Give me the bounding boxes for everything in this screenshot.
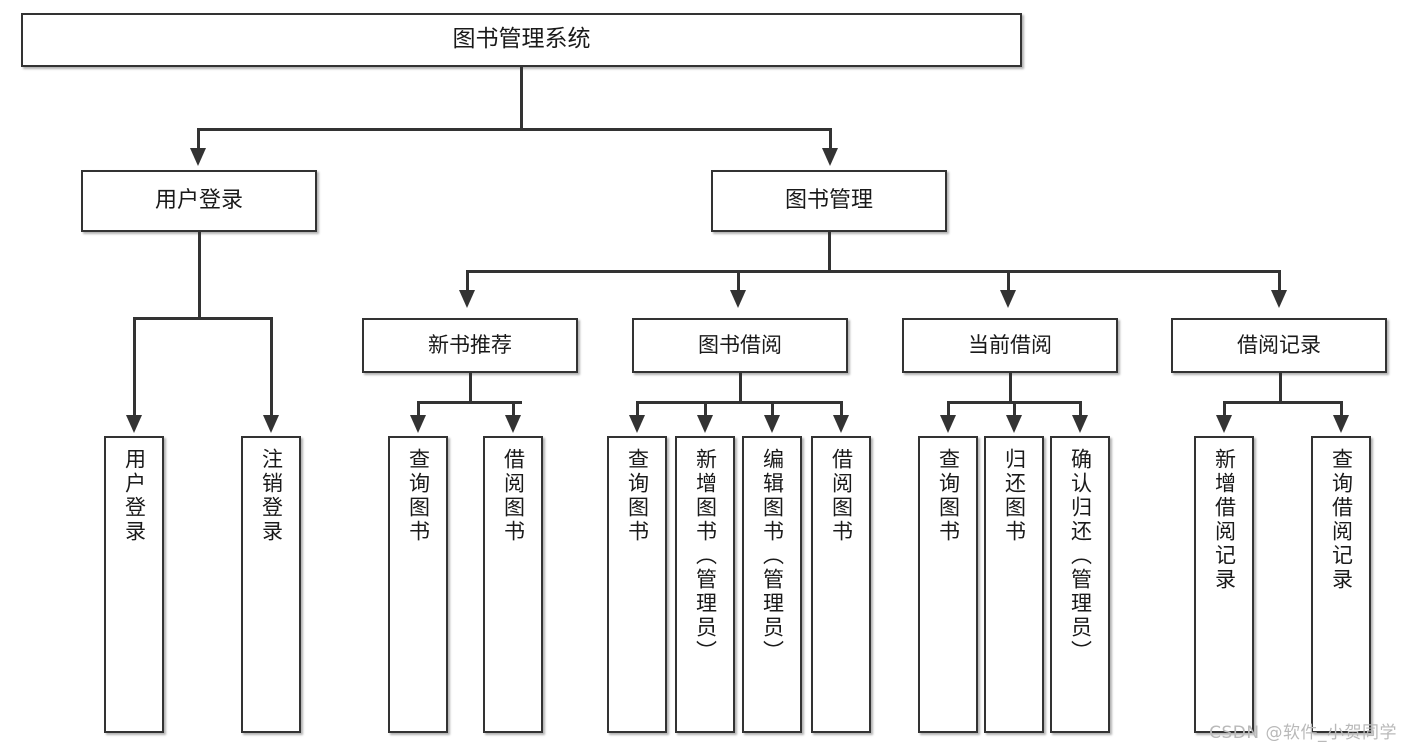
- connector-new-book-stem: [469, 373, 472, 403]
- connector-book-borrow-stem: [739, 373, 742, 403]
- node-label: 借阅记录: [1237, 332, 1321, 357]
- connector-current-borrow-branch-1: [947, 401, 950, 417]
- connector-book-borrow-branch-2: [704, 401, 707, 417]
- node-label: 当前借阅: [968, 332, 1052, 357]
- arrowhead-current-borrow: [1000, 290, 1016, 308]
- node-label: 图书管理: [784, 187, 873, 213]
- connector-borrow-record-bus: [1223, 401, 1342, 404]
- leaf-label: 查询图书: [406, 448, 431, 544]
- node-label: 新书推荐: [428, 332, 512, 357]
- connector-book-borrow-bus: [636, 401, 842, 404]
- connector-borrow-record-branch-1: [1223, 401, 1226, 417]
- connector-book-mgmt-stem: [828, 232, 831, 272]
- leaf-label: 编辑图书（管理员）: [760, 448, 785, 664]
- connector-user-login-stem: [198, 232, 201, 319]
- connector-user-login-branch-1: [133, 317, 136, 417]
- leaf-label: 新增借阅记录: [1212, 448, 1237, 592]
- connector-new-book-bus: [417, 401, 522, 404]
- arrowhead-leaf-user-login: [126, 415, 142, 433]
- leaf-borrow-book-recommend[interactable]: 借阅图书: [483, 436, 543, 733]
- connector-book-mgmt-branch-3: [1007, 270, 1010, 292]
- leaf-label: 查询借阅记录: [1329, 448, 1354, 592]
- node-root-system[interactable]: 图书管理系统: [21, 13, 1022, 67]
- leaf-label: 确认归还（管理员）: [1068, 448, 1093, 664]
- connector-book-mgmt-branch-1: [466, 270, 469, 292]
- connector-root-bus: [197, 128, 831, 131]
- arrowhead-leaf-query-record: [1333, 415, 1349, 433]
- connector-borrow-record-branch-2: [1340, 401, 1343, 417]
- leaf-confirm-return-admin[interactable]: 确认归还（管理员）: [1050, 436, 1110, 733]
- connector-new-book-branch-2: [512, 401, 515, 417]
- leaf-query-borrow-record[interactable]: 查询借阅记录: [1311, 436, 1371, 733]
- arrowhead-leaf-add-book: [697, 415, 713, 433]
- leaf-label: 查询图书: [625, 448, 650, 544]
- leaf-query-book-borrow[interactable]: 查询图书: [607, 436, 667, 733]
- connector-user-login-branch-2: [270, 317, 273, 417]
- leaf-add-book-admin[interactable]: 新增图书（管理员）: [675, 436, 735, 733]
- leaf-label: 查询图书: [936, 448, 961, 544]
- node-current-borrow[interactable]: 当前借阅: [902, 318, 1118, 373]
- connector-new-book-branch-1: [417, 401, 420, 417]
- connector-book-mgmt-branch-2: [737, 270, 740, 292]
- node-label: 图书管理系统: [452, 26, 591, 53]
- arrowhead-book-borrow: [730, 290, 746, 308]
- leaf-query-book-recommend[interactable]: 查询图书: [388, 436, 448, 733]
- connector-user-login-bus: [133, 317, 270, 320]
- node-new-book-recommend[interactable]: 新书推荐: [362, 318, 578, 373]
- arrowhead-leaf-logout: [263, 415, 279, 433]
- leaf-user-login[interactable]: 用户登录: [104, 436, 164, 733]
- leaf-query-book-current[interactable]: 查询图书: [918, 436, 978, 733]
- connector-root-to-book-mgmt: [829, 128, 832, 150]
- connector-root-to-user-login: [197, 128, 200, 150]
- arrowhead-leaf-query-book-2: [629, 415, 645, 433]
- node-label: 用户登录: [154, 187, 243, 213]
- arrowhead-borrow-record: [1271, 290, 1287, 308]
- node-user-login[interactable]: 用户登录: [81, 170, 317, 232]
- connector-current-borrow-stem: [1009, 373, 1012, 403]
- leaf-label: 用户登录: [122, 448, 147, 544]
- arrowhead-leaf-query-book-1: [410, 415, 426, 433]
- connector-borrow-record-stem: [1279, 373, 1282, 403]
- arrowhead-new-book-recommend: [459, 290, 475, 308]
- node-borrow-record[interactable]: 借阅记录: [1171, 318, 1387, 373]
- arrowhead-leaf-return-book: [1006, 415, 1022, 433]
- node-book-management[interactable]: 图书管理: [711, 170, 947, 232]
- leaf-borrow-book[interactable]: 借阅图书: [811, 436, 871, 733]
- leaf-edit-book-admin[interactable]: 编辑图书（管理员）: [742, 436, 802, 733]
- arrowhead-leaf-add-record: [1216, 415, 1232, 433]
- connector-current-borrow-branch-2: [1013, 401, 1016, 417]
- connector-book-borrow-branch-3: [771, 401, 774, 417]
- arrowhead-book-mgmt: [822, 148, 838, 166]
- connector-book-borrow-branch-1: [636, 401, 639, 417]
- leaf-logout[interactable]: 注销登录: [241, 436, 301, 733]
- arrowhead-leaf-borrow-book-2: [833, 415, 849, 433]
- arrowhead-leaf-edit-book: [764, 415, 780, 433]
- leaf-add-borrow-record[interactable]: 新增借阅记录: [1194, 436, 1254, 733]
- arrowhead-user-login: [190, 148, 206, 166]
- watermark: CSDN @软件_小贺同学: [1209, 723, 1397, 743]
- arrowhead-leaf-confirm-return: [1072, 415, 1088, 433]
- connector-root-stem: [520, 67, 523, 130]
- arrowhead-leaf-query-book-3: [940, 415, 956, 433]
- connector-book-borrow-branch-4: [840, 401, 843, 417]
- node-label: 图书借阅: [698, 332, 782, 357]
- leaf-label: 归还图书: [1002, 448, 1027, 544]
- leaf-label: 借阅图书: [829, 448, 854, 544]
- leaf-return-book[interactable]: 归还图书: [984, 436, 1044, 733]
- leaf-label: 新增图书（管理员）: [693, 448, 718, 664]
- connector-current-borrow-branch-3: [1079, 401, 1082, 417]
- connector-book-mgmt-branch-4: [1278, 270, 1281, 292]
- arrowhead-leaf-borrow-book-1: [505, 415, 521, 433]
- leaf-label: 借阅图书: [501, 448, 526, 544]
- leaf-label: 注销登录: [259, 448, 284, 544]
- connector-book-mgmt-bus: [466, 270, 1281, 273]
- node-book-borrow[interactable]: 图书借阅: [632, 318, 848, 373]
